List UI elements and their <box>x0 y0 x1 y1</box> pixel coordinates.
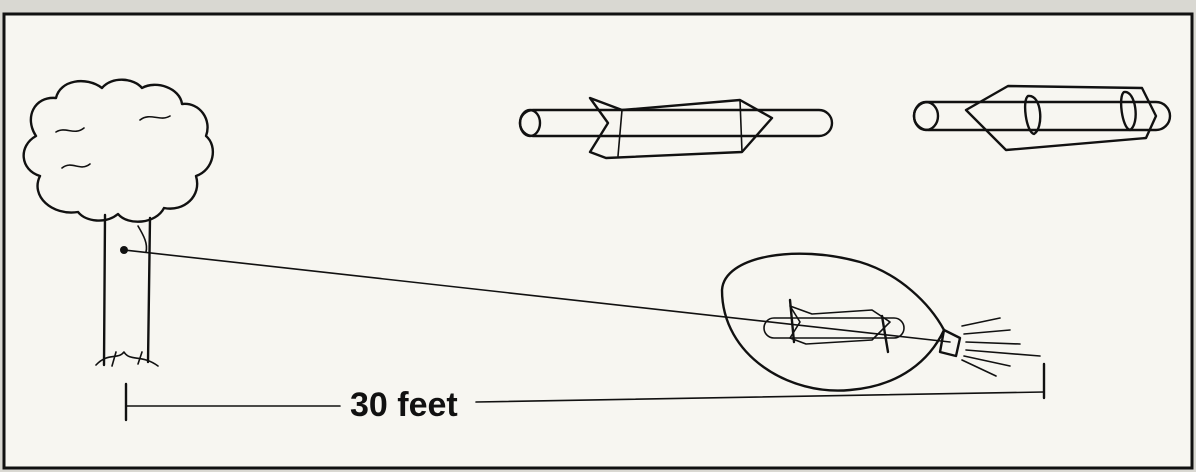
tree-icon <box>22 78 215 367</box>
panel-border <box>2 12 1194 470</box>
distance-dimension: 30 feet <box>124 362 1046 424</box>
rod-with-paper-sleeve-icon <box>518 96 834 160</box>
balloon-icon <box>720 252 1041 392</box>
string-line <box>123 249 951 343</box>
rod-with-rubber-bands-icon <box>912 84 1172 152</box>
dimension-line-right <box>475 391 1045 403</box>
distance-label: 30 feet <box>350 386 458 424</box>
